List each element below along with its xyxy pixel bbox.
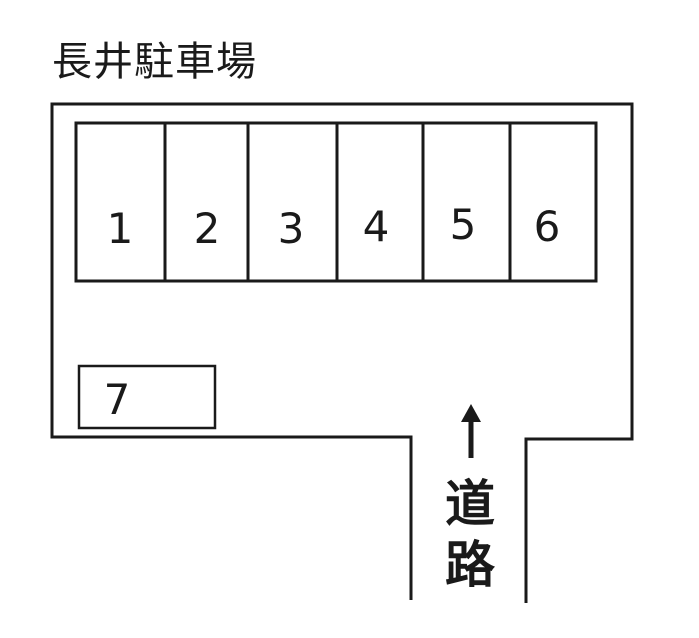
stall-number-3: 3 bbox=[278, 204, 305, 253]
stall-number-6: 6 bbox=[534, 202, 561, 251]
lot-boundary bbox=[50, 102, 634, 603]
parking-stall-6[interactable] bbox=[508, 121, 598, 283]
stall-number-4: 4 bbox=[363, 202, 390, 251]
parking-lot-title: 長井駐車場 bbox=[52, 39, 257, 85]
road-label-line1: 道 bbox=[445, 475, 495, 533]
parking-stall-7[interactable] bbox=[77, 364, 217, 430]
stall-row: 1 2 3 4 5 6 bbox=[74, 121, 598, 283]
parking-stall-2[interactable] bbox=[163, 121, 250, 283]
stall-number-2: 2 bbox=[194, 204, 221, 253]
parking-stall-3[interactable] bbox=[246, 121, 339, 283]
road-label-line2: 路 bbox=[445, 536, 496, 594]
parking-stall-1[interactable] bbox=[74, 121, 167, 283]
stall-number-5: 5 bbox=[450, 200, 477, 249]
stall-number-7: 7 bbox=[104, 375, 131, 424]
up-arrow-icon bbox=[461, 404, 481, 458]
stall-number-1: 1 bbox=[107, 204, 134, 253]
